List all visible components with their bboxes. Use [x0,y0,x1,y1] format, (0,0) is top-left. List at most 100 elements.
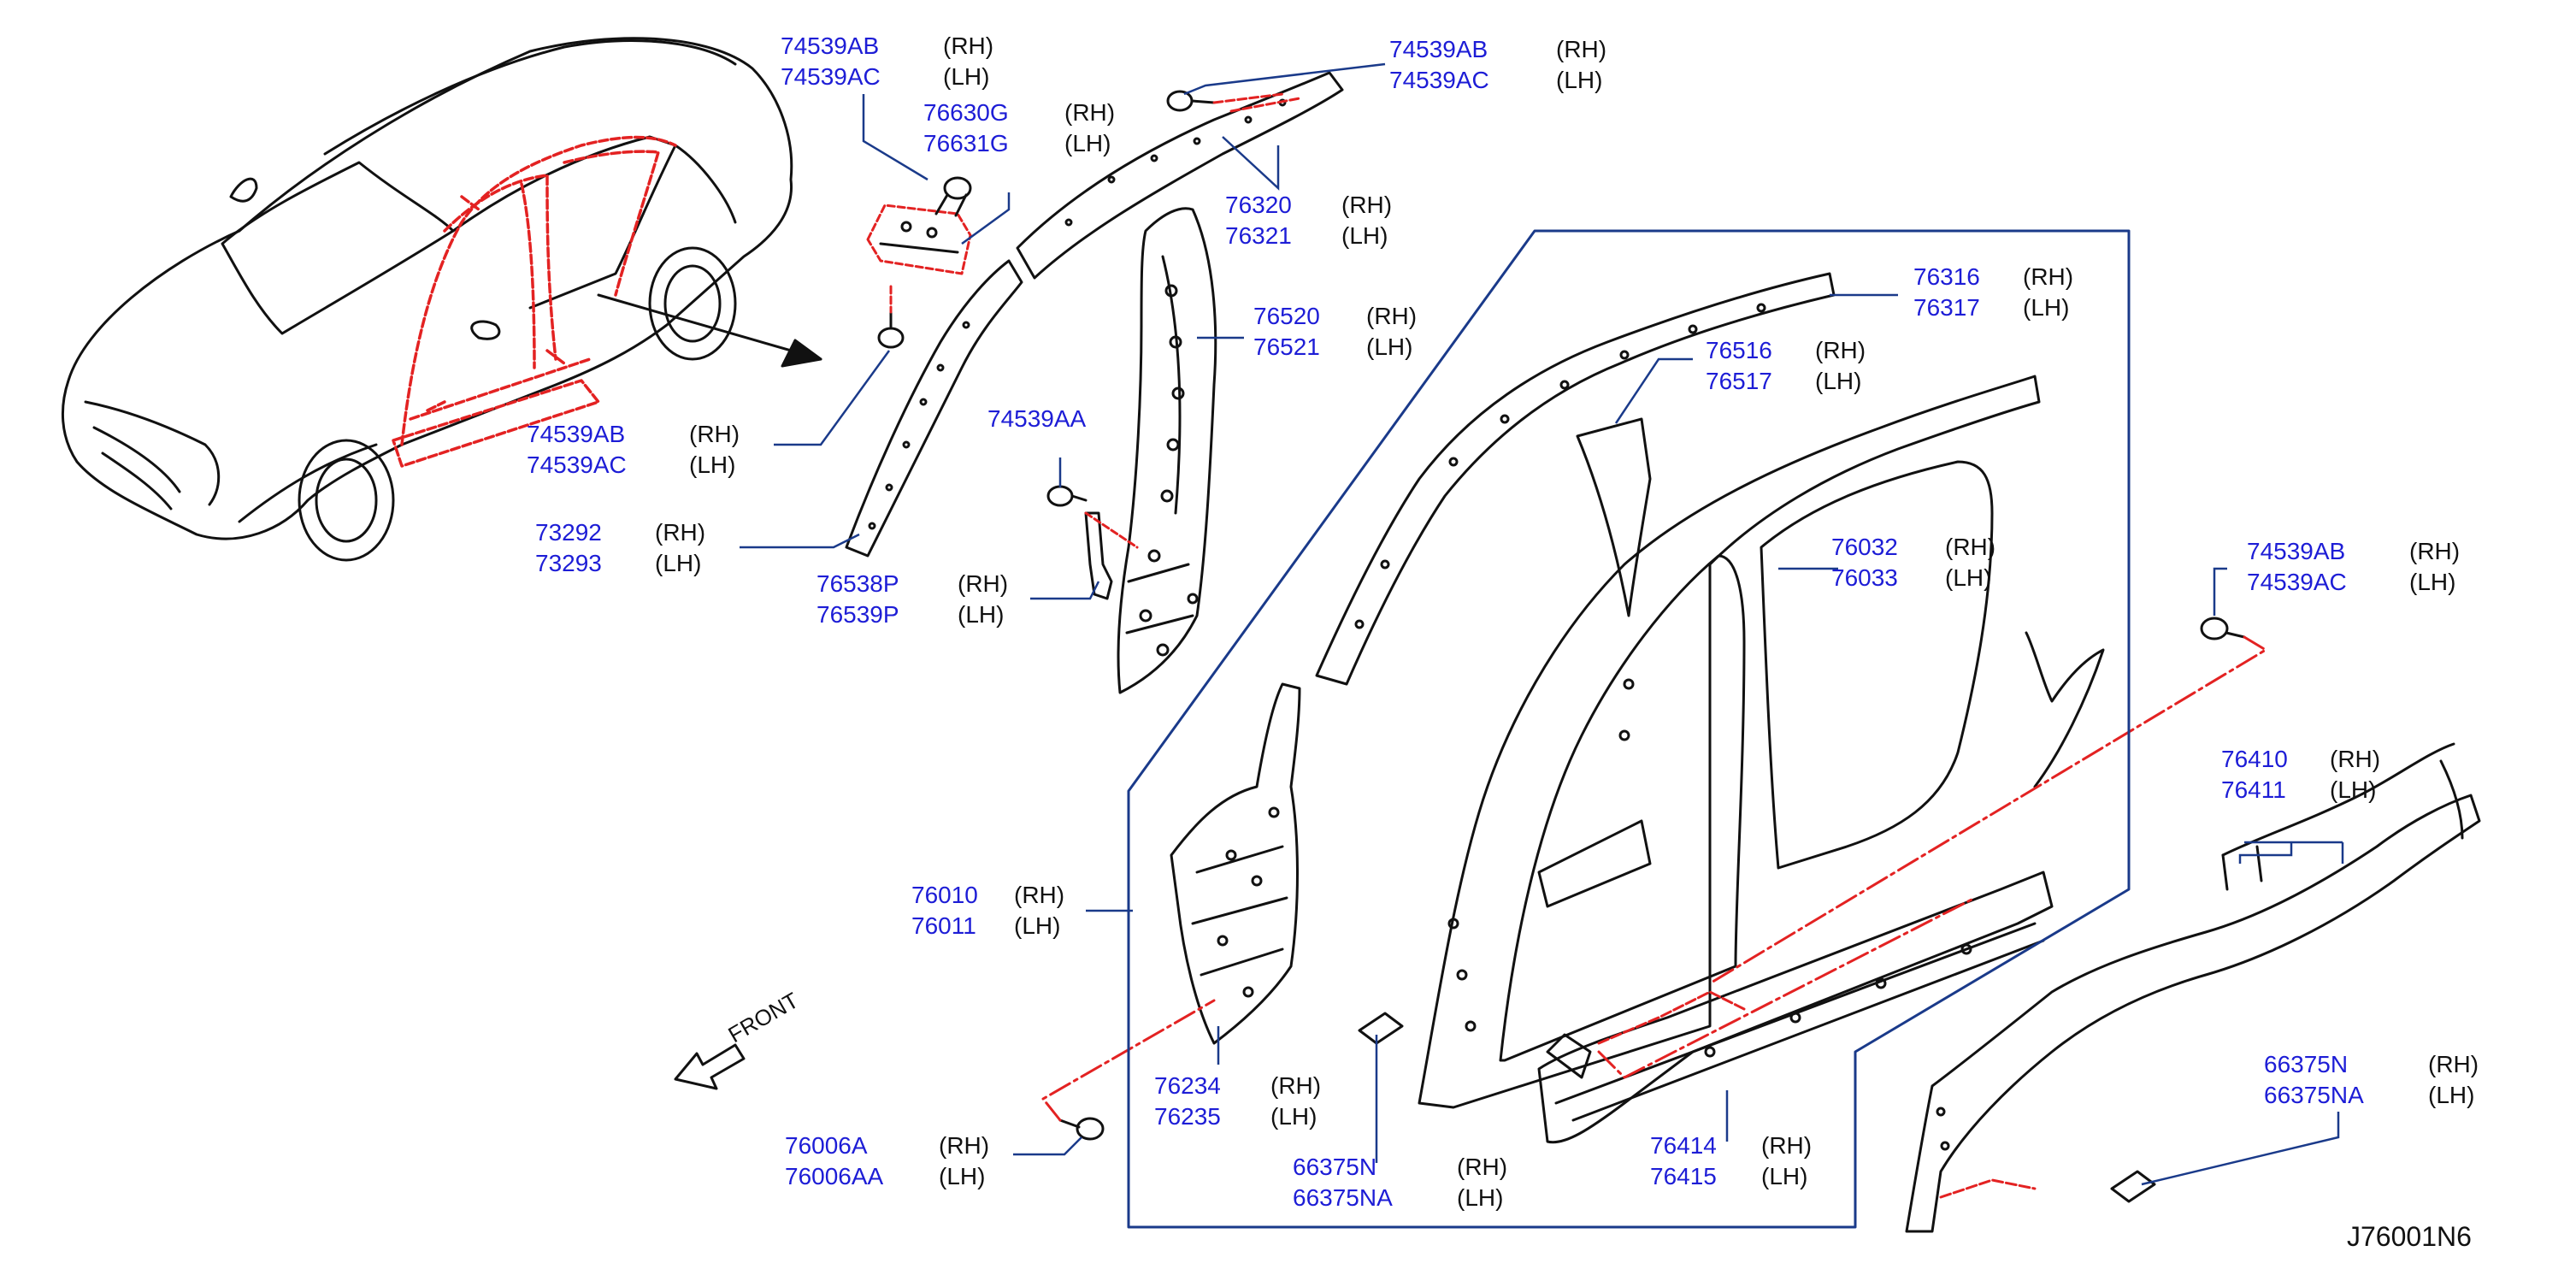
part-number-lh[interactable]: 76539P [816,601,899,628]
part-number-lh[interactable]: 73293 [535,550,602,576]
part-number-lh[interactable]: 76235 [1154,1103,1221,1130]
side-rh: (RH) [1457,1154,1508,1180]
alignment-line-right [1708,635,2267,985]
part-number-lh[interactable]: 76317 [1913,294,1980,321]
bolt-top-center [1166,90,1216,112]
part-number-rh[interactable]: 76410 [2221,746,2288,772]
part-number-rh[interactable]: 74539AB [781,32,880,59]
callout-10: 74539AA [987,404,1086,434]
part-number-rh[interactable]: 76516 [1706,337,1772,363]
front-pillar-lower-76010 [1170,682,1301,1045]
side-rh: (RH) [1556,36,1607,62]
side-rh: (RH) [2409,538,2461,564]
part-number-rh[interactable]: 76010 [911,882,978,908]
side-rh: (RH) [1945,534,1996,560]
group-frame [1127,229,2131,1229]
diagram-code: J76001N6 [2347,1221,2472,1252]
leader-9 [740,533,860,549]
part-number-rh[interactable]: 73292 [535,519,602,546]
side-lh: (LH) [2330,776,2377,803]
clip-66375N-center [1358,1012,1404,1045]
side-lh: (LH) [1270,1103,1317,1130]
part-number-lh[interactable]: 76006AA [785,1163,884,1189]
sill-link-red [1597,990,1746,1045]
part-number-rh[interactable]: 76316 [1913,263,1980,290]
side-rh: (RH) [943,32,994,59]
leader-1 [862,94,928,181]
part-number-rh[interactable]: 76320 [1225,192,1292,218]
body-side-outer-76032 [1418,375,2105,1109]
bracket-76630G [866,204,972,275]
callout-4: 76320(RH) 76321(LH) [1225,190,1392,251]
leader-19 [2141,1112,2340,1186]
part-number-lh[interactable]: 76517 [1706,368,1772,394]
leader-2 [961,192,1011,245]
callout-17: 66375N (RH) 66375NA (LH) [1293,1152,1507,1213]
part-number-lh[interactable]: 74539AC [781,63,881,90]
leader-14 [2238,841,2344,864]
side-lh: (LH) [1457,1184,1504,1211]
b-pillar-inner-76520 [1117,207,1217,694]
callout-12: 76032(RH) 76033(LH) [1831,532,1995,593]
front-arrow [674,1043,746,1090]
part-number-lh[interactable]: 74539AC [527,452,627,478]
part-number-lh[interactable]: 76011 [911,912,976,939]
callout-13: 74539AB (RH) 74539AC (LH) [2247,536,2460,598]
part-number-lh[interactable]: 76521 [1253,333,1320,360]
part-number-rh[interactable]: 76630G [923,99,1009,126]
part-number-rh[interactable]: 66375N [1293,1154,1377,1180]
bolt-top-center-link [1212,92,1301,113]
side-lh: (LH) [939,1163,986,1189]
part-number-rh[interactable]: 74539AB [527,421,626,447]
callout-20: 76006A(RH) 76006AA(LH) [785,1130,989,1192]
a-pillar-lower-73292 [845,259,1023,558]
part-number-lh[interactable]: 76321 [1225,222,1292,249]
side-rh: (RH) [2428,1051,2479,1077]
side-rh: (RH) [655,519,706,546]
side-lh: (LH) [689,452,736,478]
side-rh: (RH) [1815,337,1866,363]
part-number-rh[interactable]: 76520 [1253,303,1320,329]
callout-15: 76010(RH) 76011(LH) [911,880,1064,941]
part-number-rh[interactable]: 66375N [2264,1051,2349,1077]
leader-4 [1222,136,1280,191]
callout-1: 74539AB(RH) 74539AC(LH) [781,31,993,92]
side-lh: (LH) [2409,569,2456,595]
side-lh: (LH) [958,601,1005,628]
part-number-lh[interactable]: 66375NA [1293,1184,1393,1211]
part-number-lh[interactable]: 76631G [923,130,1009,156]
car-highlight-parts [392,135,677,468]
part-number-lh[interactable]: 76033 [1831,564,1898,591]
side-lh: (LH) [1556,67,1603,93]
side-rh: (RH) [958,570,1009,597]
part-number-rh[interactable]: 74539AB [2247,538,2346,564]
part-number-lh[interactable]: 66375NA [2264,1082,2364,1108]
leader-7 [1614,357,1693,424]
part-number-lh[interactable]: 76415 [1650,1163,1717,1189]
sill-outer-76410 [1905,742,2481,1233]
leader-11 [1030,581,1100,600]
callout-14: 76410 (RH) 76411 (LH) [2221,744,2380,806]
part-number-lh[interactable]: 74539AC [1389,67,1489,93]
leader-8 [774,350,891,446]
part-number[interactable]: 74539AA [987,405,1087,432]
part-number-lh[interactable]: 74539AC [2247,569,2347,595]
part-number-lh[interactable]: 76411 [2221,776,2286,803]
part-number-rh[interactable]: 76414 [1650,1132,1717,1159]
callout-19: 66375N(RH) 66375NA(LH) [2264,1049,2479,1111]
side-rh: (RH) [689,421,740,447]
side-lh: (LH) [1064,130,1111,156]
alignment-line-sill [1597,896,1977,1079]
side-rh: (RH) [2330,746,2381,772]
side-rh: (RH) [1366,303,1418,329]
bolt-bottom-left [1058,1117,1105,1141]
callout-16: 76234(RH) 76235(LH) [1154,1071,1321,1132]
part-number-rh[interactable]: 76538P [816,570,899,597]
part-number-rh[interactable]: 76006A [785,1132,868,1159]
part-number-rh[interactable]: 74539AB [1389,36,1488,62]
part-number-rh[interactable]: 76234 [1154,1072,1221,1099]
part-number-rh[interactable]: 76032 [1831,534,1898,560]
side-rh: (RH) [1014,882,1065,908]
side-rh: (RH) [1761,1132,1813,1159]
sill-inner-76414 [1537,871,2054,1144]
